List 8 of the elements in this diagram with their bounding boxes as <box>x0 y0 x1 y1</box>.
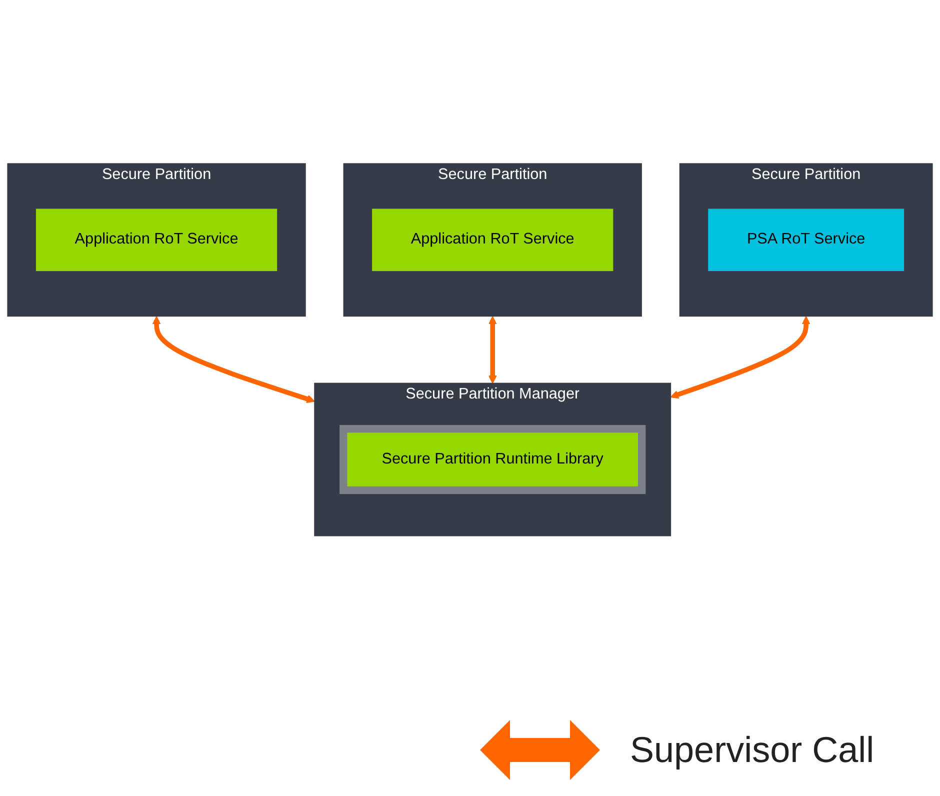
node-box: PSA RoT Service <box>708 209 904 272</box>
node-box: Secure Partition Runtime Library <box>340 425 646 494</box>
node-box: Application RoT Service <box>372 209 614 272</box>
arrow <box>488 316 497 384</box>
arrow <box>670 316 810 399</box>
arrow <box>152 316 315 404</box>
legend-text: Supervisor Call <box>630 729 874 771</box>
node-box: Application RoT Service <box>36 209 278 272</box>
